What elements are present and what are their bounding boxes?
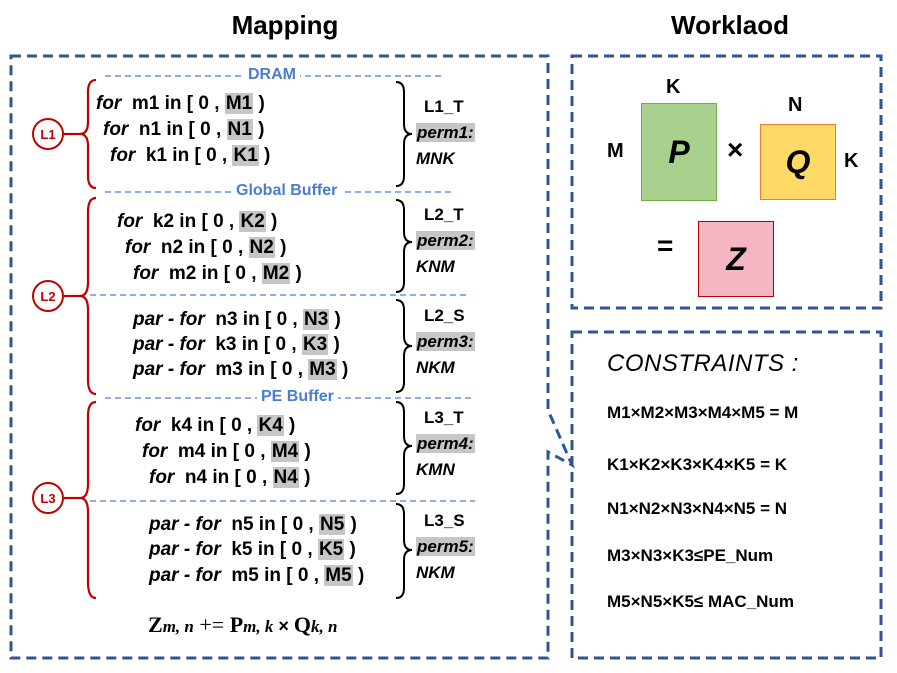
loop-line: for m2 in [ 0 , M2 ): [133, 263, 302, 284]
buffer-label-dram: DRAM: [244, 66, 300, 84]
perm-name: perm4:: [416, 434, 475, 453]
loop-line: for m1 in [ 0 , M1 ): [96, 93, 265, 114]
l2-brace: [79, 196, 97, 396]
perm-block-l2-s: L2_S perm3: NKM: [416, 303, 475, 381]
loop-line: for k1 in [ 0 , K1 ): [110, 145, 271, 166]
level-badge-l2: L2: [32, 280, 64, 312]
loop-line: for n2 in [ 0 , N2 ): [125, 237, 287, 258]
mapping-frame: [9, 54, 576, 660]
loop-line: par - for m5 in [ 0 , M5 ): [149, 565, 365, 586]
perm-level-label: L3_T: [424, 408, 464, 427]
loop-line: par - for n3 in [ 0 , N3 ): [133, 309, 341, 330]
tile-bound: N5: [318, 514, 346, 535]
loop-line: par - for n5 in [ 0 , N5 ): [149, 514, 357, 535]
tile-bound: N4: [272, 467, 299, 488]
perm-name: perm1:: [416, 123, 475, 142]
tile-bound: M3: [308, 359, 337, 380]
perm-order: KMN: [416, 460, 455, 479]
constraint-item: K1×K2×K3×K4×K5 = K: [607, 455, 788, 474]
constraints-frame: [570, 330, 883, 660]
tile-bound: M4: [270, 441, 300, 462]
tile-bound: K2: [239, 211, 266, 232]
loop-line: par - for k3 in [ 0 , K3 ): [133, 334, 340, 355]
constraints-title: CONSTRAINTS :: [607, 350, 799, 377]
perm-order: NKM: [416, 563, 455, 582]
tile-bound: N2: [248, 237, 275, 258]
perm-level-label: L2_S: [424, 306, 465, 325]
q-cols-label: N: [788, 94, 803, 116]
constraint-item: M1×M2×M3×M4×M5 = M: [607, 403, 799, 422]
perm-level-label: L3_S: [424, 511, 465, 530]
perm-level-label: L2_T: [424, 205, 464, 224]
loop-line: par - for k5 in [ 0 , K5 ): [149, 539, 356, 560]
loop-line: for k4 in [ 0 , K4 ): [135, 415, 296, 436]
computation-formula: Zm, n += Pm, k × Qk, n: [148, 612, 338, 637]
matrix-z: Z: [698, 221, 774, 297]
level-braces: [64, 78, 97, 600]
buffer-label-global-buffer: Global Buffer: [232, 182, 342, 200]
matrix-q: Q: [760, 124, 836, 200]
l1-brace: [79, 78, 97, 190]
workload-title: Worklaod: [671, 10, 789, 40]
constraint-item: M5×N5×K5≤ MAC_Num: [607, 592, 794, 611]
perm-order: MNK: [416, 149, 455, 168]
tile-bound: M5: [324, 565, 353, 586]
level-badge-l1: L1: [32, 118, 64, 150]
p-cols-label: K: [666, 76, 681, 98]
perm-block-l3-s: L3_S perm5: NKM: [416, 508, 475, 586]
perm-order: NKM: [416, 358, 455, 377]
loop-line: par - for m3 in [ 0 , M3 ): [133, 359, 349, 380]
loop-line: for k2 in [ 0 , K2 ): [117, 211, 278, 232]
perm-level-label: L1_T: [424, 97, 464, 116]
perm-name: perm2:: [416, 231, 475, 250]
perm-block-l1-t: L1_T perm1: MNK: [416, 94, 475, 172]
loop-line: for n1 in [ 0 , N1 ): [103, 119, 265, 140]
matrix-p: P: [641, 103, 717, 201]
loop-line: for m4 in [ 0 , M4 ): [142, 441, 311, 462]
level-badge-l3: L3: [32, 482, 64, 514]
tile-bound: K4: [257, 415, 284, 436]
tile-bound: M1: [224, 93, 254, 114]
tile-bound: K3: [301, 334, 329, 355]
tile-bound: K5: [317, 539, 345, 560]
tile-bound: K1: [232, 145, 259, 166]
p-rows-label: M: [607, 140, 624, 162]
matrix-q-label: Q: [785, 143, 811, 180]
constraint-item: M3×N3×K3≤PE_Num: [607, 546, 774, 565]
perm-name: perm3:: [416, 332, 475, 351]
mapping-title: Mapping: [231, 10, 339, 40]
perm-order: KNM: [416, 257, 455, 276]
perm-name: perm5:: [416, 537, 475, 556]
tile-bound: N1: [226, 119, 253, 140]
tile-bound: M2: [261, 263, 291, 284]
matrix-z-label: Z: [726, 240, 746, 277]
perm-braces: [395, 81, 413, 599]
perm-block-l2-t: L2_T perm2: KNM: [416, 202, 475, 280]
l3-brace: [79, 400, 97, 600]
workload-frame: [570, 54, 883, 310]
loop-line: for n4 in [ 0 , N4 ): [149, 467, 311, 488]
buffer-label-pe-buffer: PE Buffer: [257, 388, 338, 406]
times-operator: ×: [727, 134, 744, 165]
constraint-item: N1×N2×N3×N4×N5 = N: [607, 499, 788, 518]
perm-block-l3-t: L3_T perm4: KMN: [416, 405, 475, 483]
matrix-p-label: P: [668, 133, 690, 170]
q-rows-label: K: [844, 150, 859, 172]
equals-operator: =: [657, 230, 674, 261]
tile-bound: N3: [302, 309, 330, 330]
